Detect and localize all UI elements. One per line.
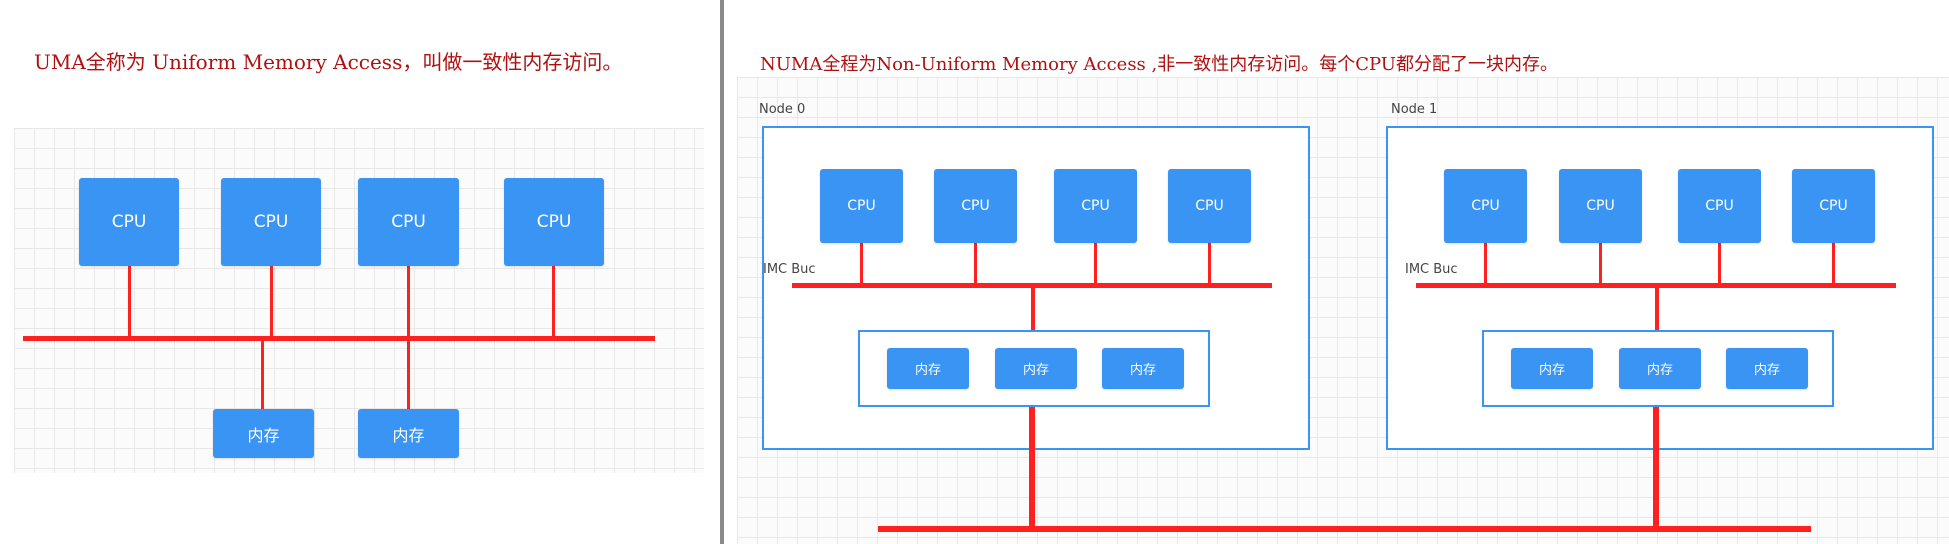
node-1-cpu: CPU bbox=[1559, 169, 1642, 243]
uma-memory: 内存 bbox=[213, 409, 314, 458]
node-1-cpu: CPU bbox=[1678, 169, 1761, 243]
numa-caption: NUMA全程为Non-Uniform Memory Access ,非一致性内存… bbox=[760, 54, 1558, 75]
uma-cpu-link-3 bbox=[552, 266, 555, 338]
node-0-cpu-link-3 bbox=[1208, 243, 1211, 285]
uma-panel: UMA全称为 Uniform Memory Access，叫做一致性内存访问。 … bbox=[0, 0, 720, 544]
node-1-imc-bus bbox=[1416, 283, 1896, 288]
node-0-cpu-link-2 bbox=[1094, 243, 1097, 285]
node-1-cpu-link-1 bbox=[1599, 243, 1602, 285]
uma-cpu-link-2 bbox=[407, 266, 410, 338]
node-0-cpu: CPU bbox=[1054, 169, 1137, 243]
node-1-interconnect-link bbox=[1653, 407, 1659, 530]
node-0-bus-label: IMC Buc bbox=[763, 262, 816, 277]
node-0-memory: 内存 bbox=[995, 348, 1077, 389]
node-0-bus-to-memory bbox=[1031, 286, 1035, 330]
uma-system-bus bbox=[23, 336, 655, 341]
node-0-cpu-link-1 bbox=[974, 243, 977, 285]
node-0-interconnect-link bbox=[1029, 407, 1035, 530]
node-0-memory: 内存 bbox=[1102, 348, 1184, 389]
node-0-cpu: CPU bbox=[820, 169, 903, 243]
uma-memory: 内存 bbox=[358, 409, 459, 458]
uma-cpu-link-1 bbox=[270, 266, 273, 338]
node-1-cpu: CPU bbox=[1444, 169, 1527, 243]
uma-caption: UMA全称为 Uniform Memory Access，叫做一致性内存访问。 bbox=[34, 50, 623, 74]
node-1-cpu-link-2 bbox=[1718, 243, 1721, 285]
uma-cpu: CPU bbox=[79, 178, 179, 266]
node-0-cpu: CPU bbox=[1168, 169, 1251, 243]
node-0-title: Node 0 bbox=[759, 102, 806, 117]
numa-interconnect-bus bbox=[878, 526, 1811, 532]
uma-cpu-link-0 bbox=[128, 266, 131, 338]
node-1-cpu-link-0 bbox=[1484, 243, 1487, 285]
node-1-cpu-link-3 bbox=[1832, 243, 1835, 285]
node-0-cpu: CPU bbox=[934, 169, 1017, 243]
node-1-bus-label: IMC Buc bbox=[1405, 262, 1458, 277]
uma-cpu: CPU bbox=[358, 178, 459, 266]
node-1-memory: 内存 bbox=[1726, 348, 1808, 389]
node-0-cpu-link-0 bbox=[860, 243, 863, 285]
node-1-memory: 内存 bbox=[1619, 348, 1701, 389]
node-1-memory: 内存 bbox=[1511, 348, 1593, 389]
node-0-memory: 内存 bbox=[887, 348, 969, 389]
node-1-title: Node 1 bbox=[1391, 102, 1438, 117]
uma-cpu: CPU bbox=[221, 178, 321, 266]
uma-cpu: CPU bbox=[504, 178, 604, 266]
panel-divider bbox=[720, 0, 724, 544]
node-0-imc-bus bbox=[792, 283, 1272, 288]
uma-mem-link-1 bbox=[407, 340, 410, 410]
numa-panel: NUMA全程为Non-Uniform Memory Access ,非一致性内存… bbox=[724, 0, 1949, 544]
node-1-cpu: CPU bbox=[1792, 169, 1875, 243]
uma-mem-link-0 bbox=[261, 340, 264, 410]
node-1-bus-to-memory bbox=[1655, 286, 1659, 330]
